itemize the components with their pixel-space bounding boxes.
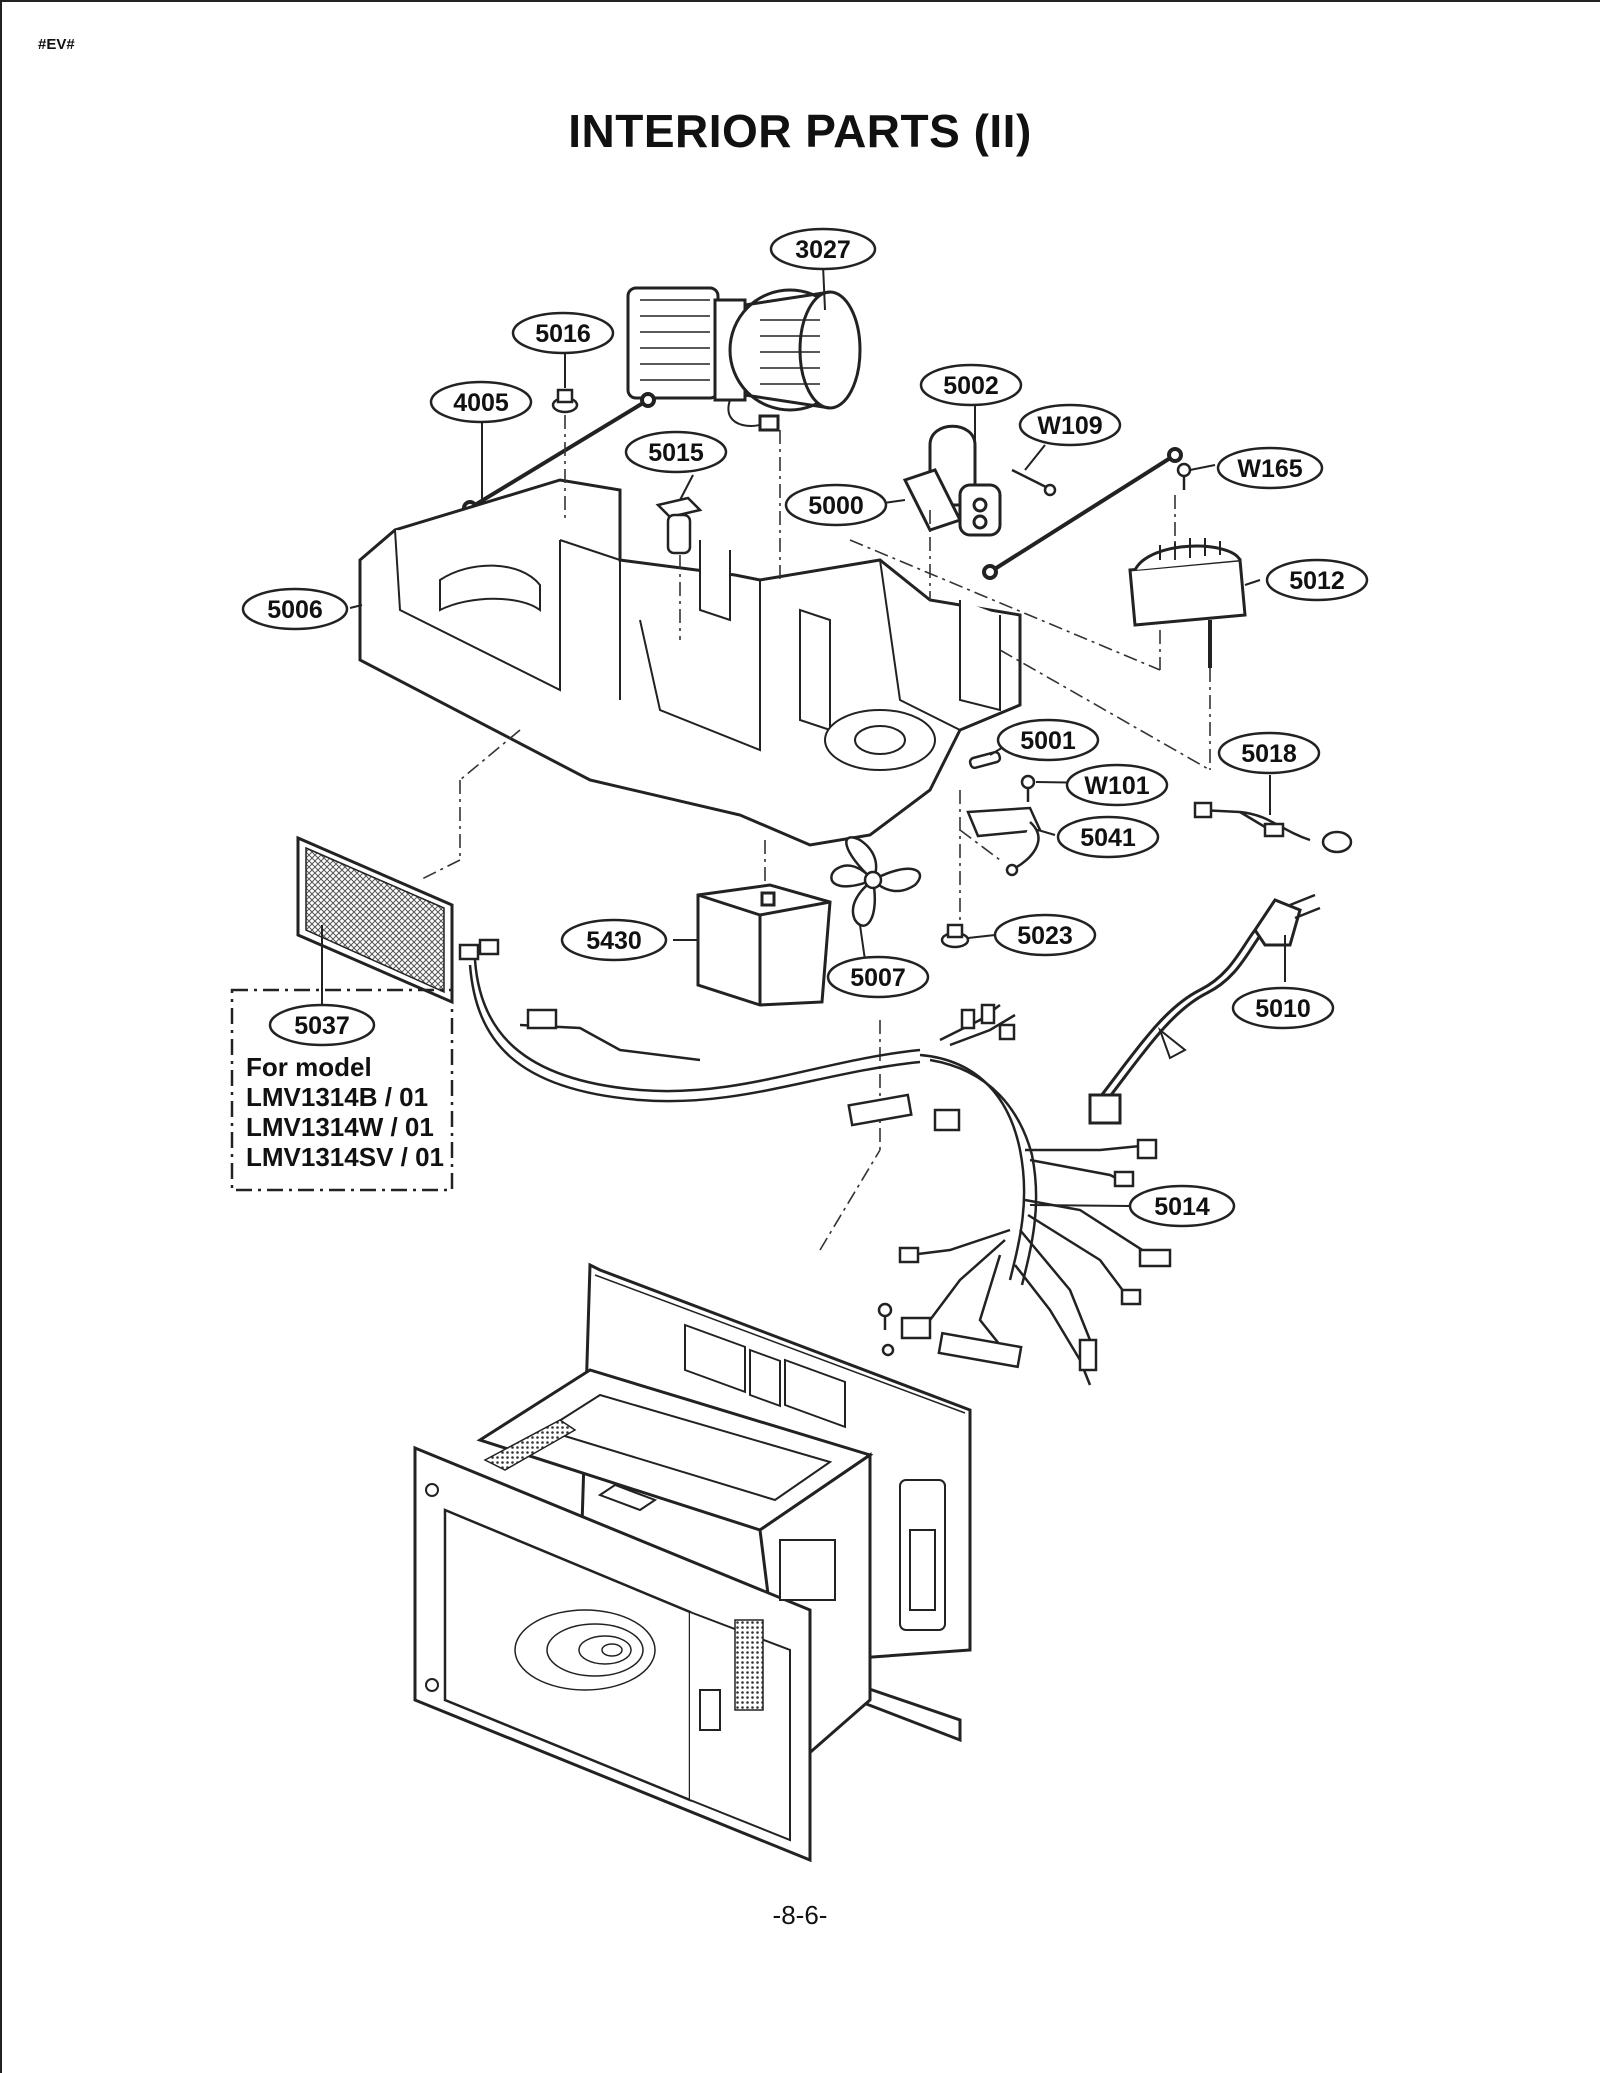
callout-label: 5014 [1154, 1193, 1210, 1221]
callout-W101: W101 [1065, 763, 1169, 807]
callout-label: 5000 [808, 492, 864, 520]
callout-label: 5010 [1255, 995, 1311, 1023]
callout-W109: W109 [1018, 403, 1122, 447]
callout-W165: W165 [1216, 446, 1324, 490]
support-rod-right [982, 447, 1183, 580]
blower-fan-assembly [626, 286, 862, 432]
bracket-5002-5000 [902, 424, 1002, 537]
page-title: INTERIOR PARTS (II) [568, 105, 1032, 157]
thermostat-5023 [940, 923, 970, 949]
callout-label: 3027 [795, 236, 851, 264]
callout-label: 5006 [267, 596, 323, 624]
screws-harness [877, 1302, 895, 1357]
cover-5430 [696, 883, 832, 1007]
screw-W101 [1020, 774, 1036, 802]
screw-W109 [1011, 468, 1057, 497]
model-name: LMV1314B / 01 [246, 1082, 429, 1112]
callout-5041: 5041 [1056, 815, 1160, 859]
pin-5001 [968, 750, 1002, 770]
callout-label: 5001 [1020, 727, 1076, 755]
model-note-heading: For model [246, 1052, 372, 1082]
callout-label: 5037 [294, 1012, 350, 1040]
humidity-sensor-5015 [655, 496, 703, 555]
callout-label: 5015 [648, 439, 704, 467]
callout-label: 5002 [943, 372, 999, 400]
callout-5015: 5015 [624, 430, 728, 474]
callout-5012: 5012 [1265, 558, 1369, 602]
power-cord-5010 [1088, 893, 1321, 1125]
model-name: LMV1314W / 01 [246, 1112, 434, 1142]
screw-W165 [1176, 462, 1192, 490]
callout-label: 5430 [586, 927, 642, 955]
cord-5018 [1193, 801, 1353, 854]
callout-5016: 5016 [511, 311, 615, 355]
callout-5037: 5037 [268, 1003, 376, 1047]
callout-label: 4005 [453, 389, 509, 417]
callout-label: 5012 [1289, 567, 1345, 595]
callout-label: 5018 [1241, 740, 1297, 768]
fan-blade-5007 [830, 836, 922, 927]
circuit-board-5041 [966, 806, 1042, 877]
callout-5018: 5018 [1217, 731, 1321, 775]
assembly-guide-lines [419, 415, 1211, 1251]
model-note-box [230, 988, 454, 1192]
callout-3027: 3027 [769, 227, 877, 271]
callout-label: W101 [1084, 772, 1149, 800]
callout-label: W165 [1237, 455, 1302, 483]
callout-5014: 5014 [1128, 1184, 1236, 1228]
callout-label: 5023 [1017, 922, 1073, 950]
callout-4005: 4005 [429, 380, 533, 424]
model-name: LMV1314SV / 01 [246, 1142, 444, 1172]
callout-5010: 5010 [1231, 986, 1335, 1030]
wire-harness-5014 [458, 938, 1172, 1386]
model-note: For model LMV1314B / 01 LMV1314W / 01 LM… [246, 1052, 444, 1172]
base-plate-5006 [358, 478, 1022, 847]
callout-5430: 5430 [560, 918, 668, 962]
callout-label: 5016 [535, 320, 591, 348]
motor-5012 [1128, 538, 1247, 668]
callout-5007: 5007 [826, 955, 930, 999]
callout-5002: 5002 [919, 363, 1023, 407]
callout-label: 5041 [1080, 824, 1136, 852]
oven-cavity-chassis [413, 1262, 972, 1863]
callout-label: 5007 [850, 964, 906, 992]
callout-5000: 5000 [784, 483, 888, 527]
callout-label: W109 [1037, 412, 1102, 440]
callout-5006: 5006 [241, 587, 349, 631]
callout-5001: 5001 [996, 718, 1100, 762]
document-code: #EV# [38, 36, 75, 53]
callout-5023: 5023 [993, 913, 1097, 957]
page-number: -8-6- [772, 1900, 828, 1930]
thermostat-5016 [551, 388, 579, 414]
